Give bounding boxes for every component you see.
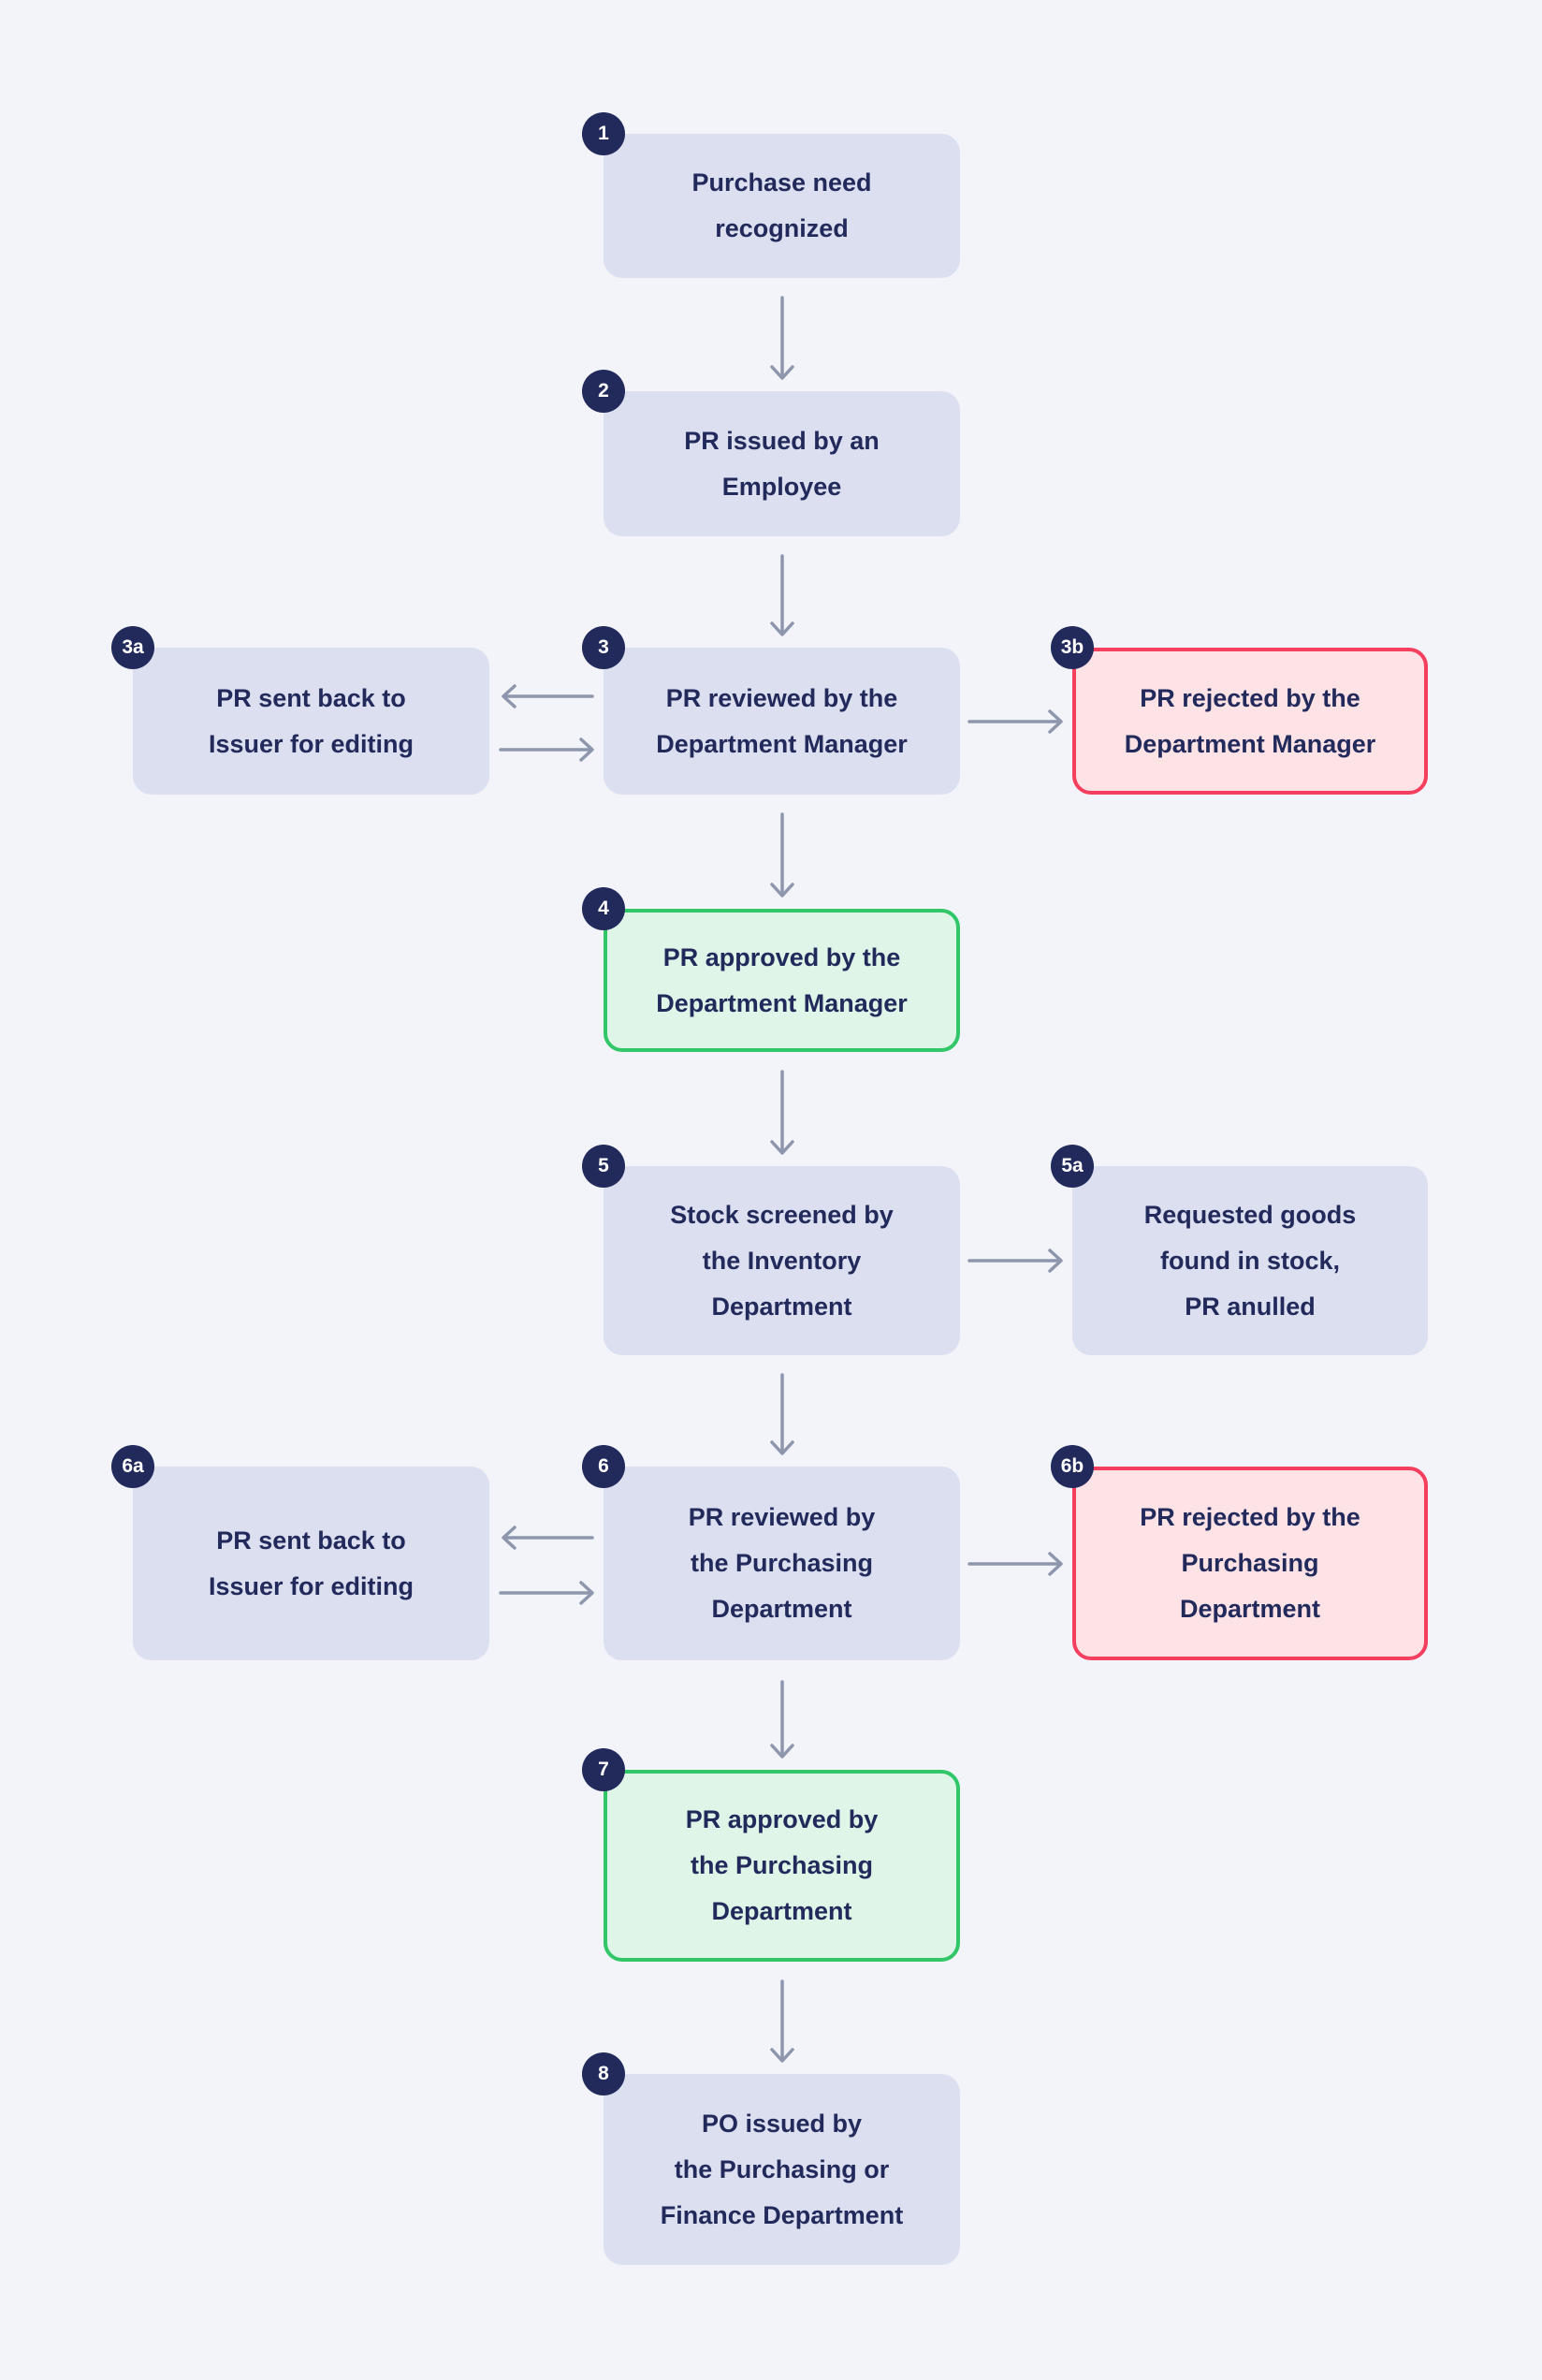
step-8-badge: 8	[582, 2052, 625, 2095]
step-5-label: Stock screened by the Inventory Departme…	[670, 1200, 894, 1321]
step-1-badge: 1	[582, 112, 625, 155]
step-3a-box: 3a PR sent back to Issuer for editing	[111, 626, 489, 795]
arrow-down-4-to-5-icon	[770, 1070, 794, 1155]
arrow-right-6-to-6b-icon	[967, 1552, 1063, 1576]
step-6-box: 6 PR reviewed by the Purchasing Departme…	[582, 1445, 960, 1660]
step-3-badge: 3	[582, 626, 625, 669]
arrow-down-7-to-8-icon	[770, 1979, 794, 2063]
step-2-badge: 2	[582, 370, 625, 413]
step-3-label: PR reviewed by the Department Manager	[656, 683, 908, 758]
arrow-down-1-to-2-icon	[770, 296, 794, 380]
arrow-down-5-to-6-icon	[770, 1373, 794, 1455]
arrow-down-6-to-7-icon	[770, 1680, 794, 1759]
step-3-box: 3 PR reviewed by the Department Manager	[582, 626, 960, 795]
arrow-right-3a-to-3-icon	[499, 737, 594, 762]
step-8-box: 8 PO issued by the Purchasing or Finance…	[582, 2052, 960, 2265]
step-6a-label: PR sent back to Issuer for editing	[208, 1526, 415, 1600]
step-3b-badge: 3b	[1051, 626, 1094, 669]
arrow-right-6a-to-6-icon	[499, 1581, 594, 1605]
step-5a-badge: 5a	[1051, 1145, 1094, 1188]
arrow-left-6-to-6a-icon	[502, 1526, 594, 1550]
arrow-right-5-to-5a-icon	[967, 1248, 1063, 1273]
step-8-label: PO issued by the Purchasing or Finance D…	[660, 2109, 904, 2229]
step-4-label: PR approved by the Department Manager	[656, 942, 908, 1017]
step-6b-label: PR rejected by the Purchasing Department	[1140, 1503, 1360, 1623]
step-2-box: 2 PR issued by an Employee	[582, 370, 960, 536]
step-6a-badge: 6a	[111, 1445, 154, 1488]
step-4-box: 4 PR approved by the Department Manager	[582, 887, 960, 1052]
arrow-right-3-to-3b-icon	[967, 709, 1063, 734]
step-6a-box: 6a PR sent back to Issuer for editing	[111, 1445, 489, 1660]
step-2-label: PR issued by an Employee	[684, 426, 880, 501]
arrow-down-2-to-3-icon	[770, 554, 794, 636]
step-3b-label: PR rejected by the Department Manager	[1124, 683, 1376, 758]
step-5-badge: 5	[582, 1145, 625, 1188]
step-6-badge: 6	[582, 1445, 625, 1488]
step-7-box: 7 PR approved by the Purchasing Departme…	[582, 1748, 960, 1962]
step-3a-label: PR sent back to Issuer for editing	[208, 683, 415, 758]
step-6b-box: 6b PR rejected by the Purchasing Departm…	[1051, 1445, 1428, 1660]
step-3b-box: 3b PR rejected by the Department Manager	[1051, 626, 1428, 795]
step-3a-badge: 3a	[111, 626, 154, 669]
step-7-label: PR approved by the Purchasing Department	[685, 1805, 879, 1925]
step-4-badge: 4	[582, 887, 625, 930]
arrow-left-3-to-3a-icon	[502, 684, 594, 708]
step-7-badge: 7	[582, 1748, 625, 1791]
step-5-box: 5 Stock screened by the Inventory Depart…	[582, 1145, 960, 1355]
step-5a-label: Requested goods found in stock, PR anull…	[1143, 1200, 1357, 1321]
step-5a-box: 5a Requested goods found in stock, PR an…	[1051, 1145, 1428, 1355]
step-1-label: Purchase need recognized	[691, 168, 872, 242]
step-6-label: PR reviewed by the Purchasing Department	[688, 1503, 876, 1623]
step-6b-badge: 6b	[1051, 1445, 1094, 1488]
step-1-box: 1 Purchase need recognized	[582, 112, 960, 278]
arrow-down-3-to-4-icon	[770, 812, 794, 898]
